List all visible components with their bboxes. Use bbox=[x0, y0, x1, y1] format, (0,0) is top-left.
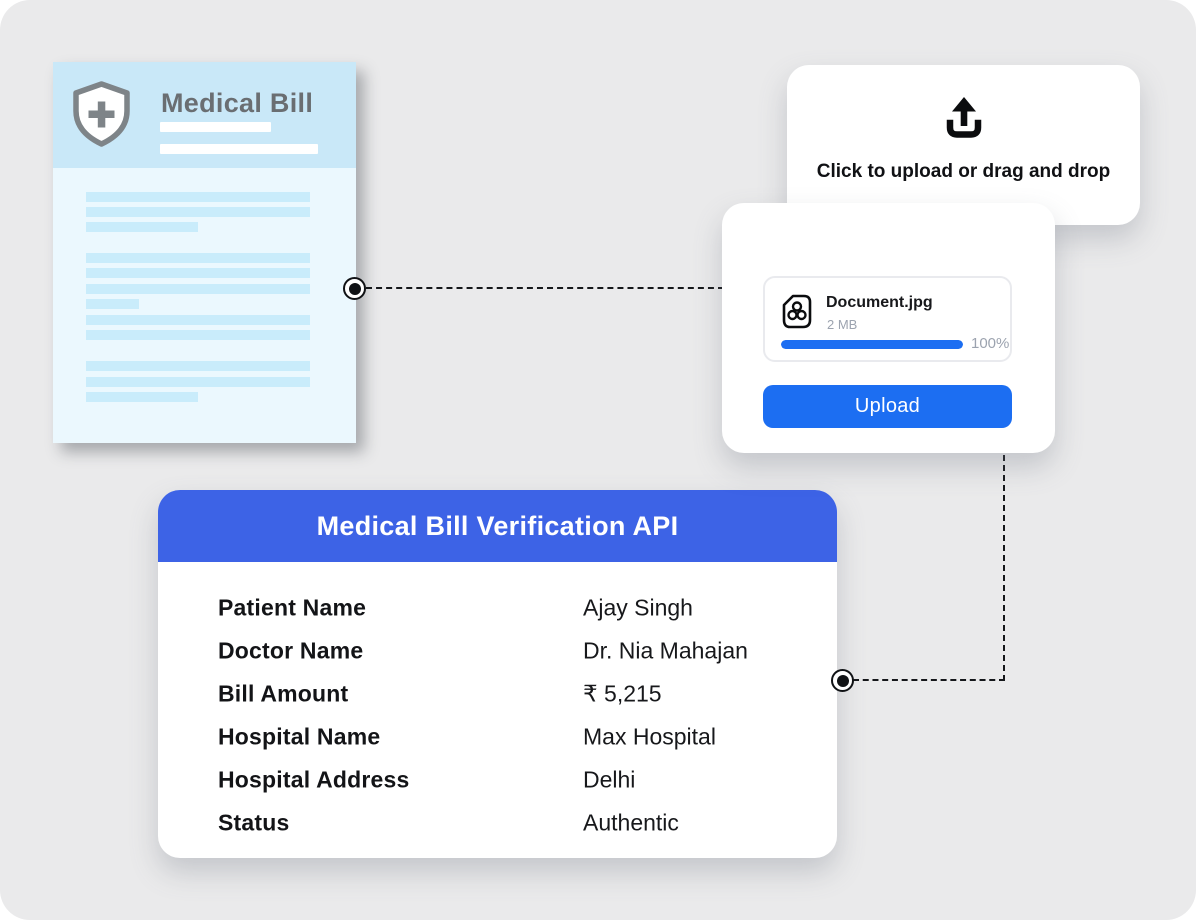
document-title: Medical Bill bbox=[161, 88, 314, 118]
document-text-line bbox=[86, 377, 310, 387]
connector-line-to-result bbox=[853, 679, 1005, 681]
upload-panel: Document.jpg 2 MB 100% Upload bbox=[722, 203, 1055, 453]
document-text-line bbox=[86, 330, 310, 340]
progress-bar bbox=[781, 340, 963, 349]
result-panel: Medical Bill Verification API Patient Na… bbox=[158, 490, 837, 858]
result-row: Doctor Name Dr. Nia Mahajan bbox=[158, 629, 837, 672]
progress-percent-label: 100% bbox=[971, 335, 1010, 352]
result-row: Status Authentic bbox=[158, 801, 837, 844]
connector-line-upload-down bbox=[1003, 455, 1005, 681]
document-text-line bbox=[86, 222, 198, 232]
connector-line-document-to-upload bbox=[366, 287, 724, 289]
document-text-line bbox=[160, 144, 318, 154]
document-text-line bbox=[160, 122, 271, 132]
upload-button[interactable]: Upload bbox=[763, 385, 1012, 428]
result-row-value: ₹ 5,215 bbox=[583, 680, 662, 706]
result-panel-title: Medical Bill Verification API bbox=[316, 510, 679, 541]
result-row-label: Hospital Name bbox=[218, 723, 381, 749]
dropzone-label: Click to upload or drag and drop bbox=[816, 161, 1111, 182]
progress-fill bbox=[781, 340, 963, 349]
document-text-line bbox=[86, 207, 310, 217]
result-row-label: Doctor Name bbox=[218, 637, 364, 663]
document-text-line bbox=[86, 253, 310, 263]
result-row-label: Status bbox=[218, 809, 290, 835]
result-row-value: Dr. Nia Mahajan bbox=[583, 637, 748, 663]
result-row: Bill Amount ₹ 5,215 bbox=[158, 672, 837, 715]
document-text-line bbox=[86, 315, 310, 325]
result-row: Patient Name Ajay Singh bbox=[158, 586, 837, 629]
document-text-line bbox=[86, 268, 310, 278]
result-row: Hospital Name Max Hospital bbox=[158, 715, 837, 758]
upload-dropzone[interactable]: Click to upload or drag and drop bbox=[787, 65, 1140, 225]
document-text-line bbox=[86, 192, 310, 202]
medical-bill-header: Medical Bill bbox=[53, 62, 356, 168]
shield-plus-icon bbox=[73, 81, 130, 147]
document-text-line bbox=[86, 299, 139, 309]
document-text-line bbox=[86, 284, 310, 294]
result-panel-header: Medical Bill Verification API bbox=[158, 490, 837, 562]
file-name: Document.jpg bbox=[826, 294, 933, 311]
result-row-value: Delhi bbox=[583, 766, 636, 792]
result-row-label: Hospital Address bbox=[218, 766, 410, 792]
result-row-value: Ajay Singh bbox=[583, 594, 693, 620]
file-size: 2 MB bbox=[827, 317, 858, 332]
result-row-label: Bill Amount bbox=[218, 680, 349, 706]
result-row-label: Patient Name bbox=[218, 594, 367, 620]
upload-icon bbox=[946, 97, 981, 138]
result-row-value: Max Hospital bbox=[583, 723, 716, 749]
document-text-line bbox=[86, 392, 198, 402]
medical-bill-document: Medical Bill bbox=[53, 62, 356, 443]
file-item: Document.jpg 2 MB 100% bbox=[763, 276, 1012, 362]
pdf-file-icon bbox=[782, 294, 812, 329]
result-row-value: Authentic bbox=[583, 809, 679, 835]
connector-dot-result bbox=[831, 669, 854, 692]
connector-dot-document bbox=[343, 277, 366, 300]
result-row: Hospital Address Delhi bbox=[158, 758, 837, 801]
document-text-line bbox=[86, 361, 310, 371]
